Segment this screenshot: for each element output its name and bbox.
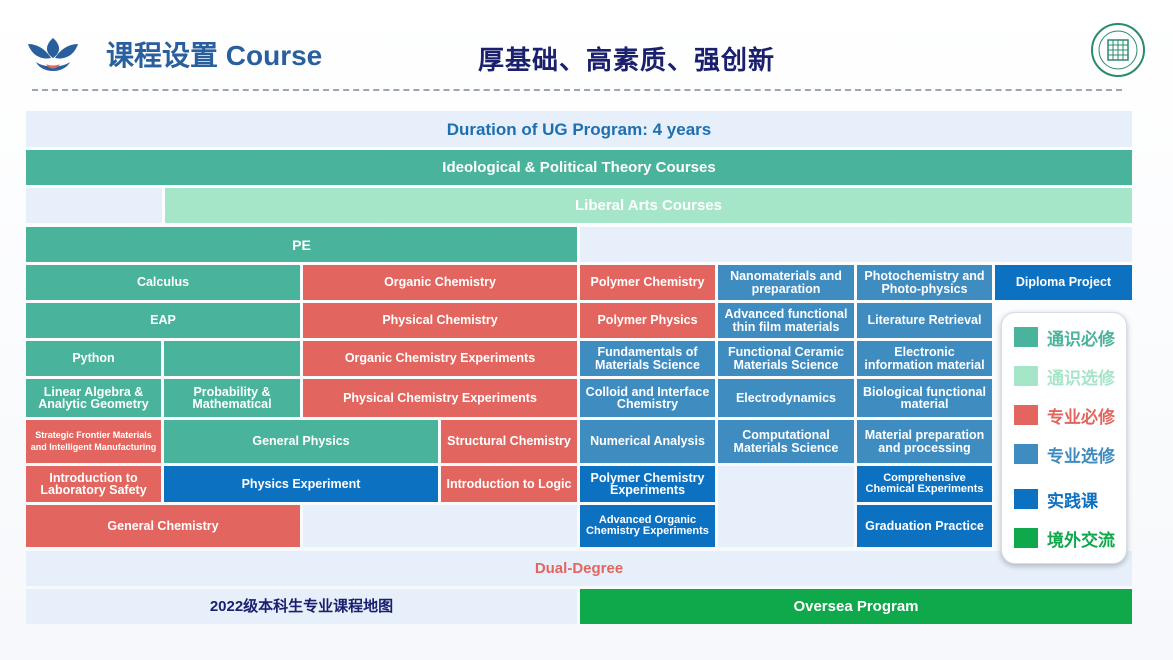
ideological-row: Ideological & Political Theory Courses bbox=[26, 150, 1132, 185]
course-physical-chem-exp: Physical Chemistry Experiments bbox=[303, 379, 577, 417]
course-organic-chem-exp: Organic Chemistry Experiments bbox=[303, 341, 577, 376]
legend-item: 专业必修 bbox=[1014, 403, 1115, 427]
course-electrodynamics: Electrodynamics bbox=[718, 379, 854, 417]
empty-cell bbox=[303, 505, 577, 547]
empty-green-cell bbox=[164, 341, 300, 376]
course-diploma-project: Diploma Project bbox=[995, 265, 1132, 300]
dual-degree-row: Dual-Degree bbox=[26, 551, 1132, 586]
legend-swatch bbox=[1014, 528, 1038, 548]
duration-row: Duration of UG Program: 4 years bbox=[26, 111, 1132, 147]
course-organic-chemistry: Organic Chemistry bbox=[303, 265, 577, 300]
header-divider bbox=[32, 89, 1122, 91]
pe-label: PE bbox=[292, 236, 311, 253]
empty-cell bbox=[718, 466, 854, 547]
duration-label: Duration of UG Program: 4 years bbox=[446, 119, 712, 139]
oversea-program-label: Oversea Program bbox=[793, 598, 919, 615]
legend-item: 境外交流 bbox=[1014, 526, 1115, 550]
legend-swatch bbox=[1014, 327, 1038, 347]
legend-item: 通识必修 bbox=[1014, 325, 1115, 349]
legend-swatch bbox=[1014, 489, 1038, 509]
course-advanced-thin-film: Advanced functional thin film materials bbox=[718, 303, 854, 338]
oversea-program-row: Oversea Program bbox=[580, 589, 1132, 624]
course-material-preparation: Material preparation and processing bbox=[857, 420, 992, 463]
course-general-chemistry: General Chemistry bbox=[26, 505, 300, 547]
map-title-cell: 2022级本科生专业课程地图 bbox=[26, 589, 577, 624]
course-polymer-chemistry: Polymer Chemistry bbox=[580, 265, 715, 300]
legend-swatch bbox=[1014, 405, 1038, 425]
course-python: Python bbox=[26, 341, 161, 376]
course-advanced-organic-exp: Advanced Organic Chemistry Experiments bbox=[580, 505, 715, 547]
course-computational-ms: Computational Materials Science bbox=[718, 420, 854, 463]
liberal-arts-row: Liberal Arts Courses bbox=[165, 188, 1132, 223]
legend-item: 实践课 bbox=[1014, 487, 1098, 511]
course-strategic-frontier: Strategic Frontier Materials and Intelli… bbox=[26, 420, 161, 463]
pe-row: PE bbox=[26, 227, 577, 262]
legend-label: 专业选修 bbox=[1047, 446, 1115, 466]
course-calculus: Calculus bbox=[26, 265, 300, 300]
course-functional-ceramic: Functional Ceramic Materials Science bbox=[718, 341, 854, 376]
university-seal-icon bbox=[1091, 23, 1145, 77]
dual-degree-label: Dual-Degree bbox=[534, 560, 624, 577]
course-polymer-physics: Polymer Physics bbox=[580, 303, 715, 338]
course-general-physics: General Physics bbox=[164, 420, 438, 463]
legend-label: 通识选修 bbox=[1047, 368, 1115, 388]
legend-label: 境外交流 bbox=[1047, 530, 1115, 550]
liberal-arts-spacer bbox=[26, 188, 162, 223]
legend-swatch bbox=[1014, 366, 1038, 386]
slogan: 厚基础、高素质、强创新 bbox=[478, 45, 776, 75]
course-colloid: Colloid and Interface Chemistry bbox=[580, 379, 715, 417]
course-eap: EAP bbox=[26, 303, 300, 338]
legend-item: 专业选修 bbox=[1014, 442, 1115, 466]
course-biological: Biological functional material bbox=[857, 379, 992, 417]
legend-label: 专业必修 bbox=[1047, 407, 1115, 427]
course-literature-retrieval: Literature Retrieval bbox=[857, 303, 992, 338]
course-nanomaterials: Nanomaterials and preparation bbox=[718, 265, 854, 300]
legend: 通识必修 通识选修 专业必修 专业选修 实践课 境外交流 bbox=[1001, 312, 1127, 564]
course-physical-chemistry: Physical Chemistry bbox=[303, 303, 577, 338]
map-title: 2022级本科生专业课程地图 bbox=[209, 598, 394, 615]
legend-label: 实践课 bbox=[1047, 491, 1098, 511]
course-graduation-practice: Graduation Practice bbox=[857, 505, 992, 547]
course-probability: Probability & Mathematical bbox=[164, 379, 300, 417]
course-photochemistry: Photochemistry and Photo-physics bbox=[857, 265, 992, 300]
course-lab-safety: Introduction to Laboratory Safety bbox=[26, 466, 161, 502]
ideological-label: Ideological & Political Theory Courses bbox=[442, 159, 716, 176]
course-polymer-chem-exp: Polymer Chemistry Experiments bbox=[580, 466, 715, 502]
course-intro-logic: Introduction to Logic bbox=[441, 466, 577, 502]
course-comprehensive-exp: Comprehensive Chemical Experiments bbox=[857, 466, 992, 502]
page-title: 课程设置 Course bbox=[106, 40, 323, 71]
course-fundamentals-ms: Fundamentals of Materials Science bbox=[580, 341, 715, 376]
pe-spacer bbox=[580, 227, 1132, 262]
course-electronic-info: Electronic information material bbox=[857, 341, 992, 376]
liberal-arts-label: Liberal Arts Courses bbox=[575, 197, 722, 214]
legend-item: 通识选修 bbox=[1014, 364, 1115, 388]
course-structural-chemistry: Structural Chemistry bbox=[441, 420, 577, 463]
course-numerical-analysis: Numerical Analysis bbox=[580, 420, 715, 463]
legend-swatch bbox=[1014, 444, 1038, 464]
course-linear-algebra: Linear Algebra & Analytic Geometry bbox=[26, 379, 161, 417]
legend-label: 通识必修 bbox=[1047, 329, 1115, 349]
university-logo-icon bbox=[28, 38, 78, 71]
course-physics-experiment: Physics Experiment bbox=[164, 466, 438, 502]
